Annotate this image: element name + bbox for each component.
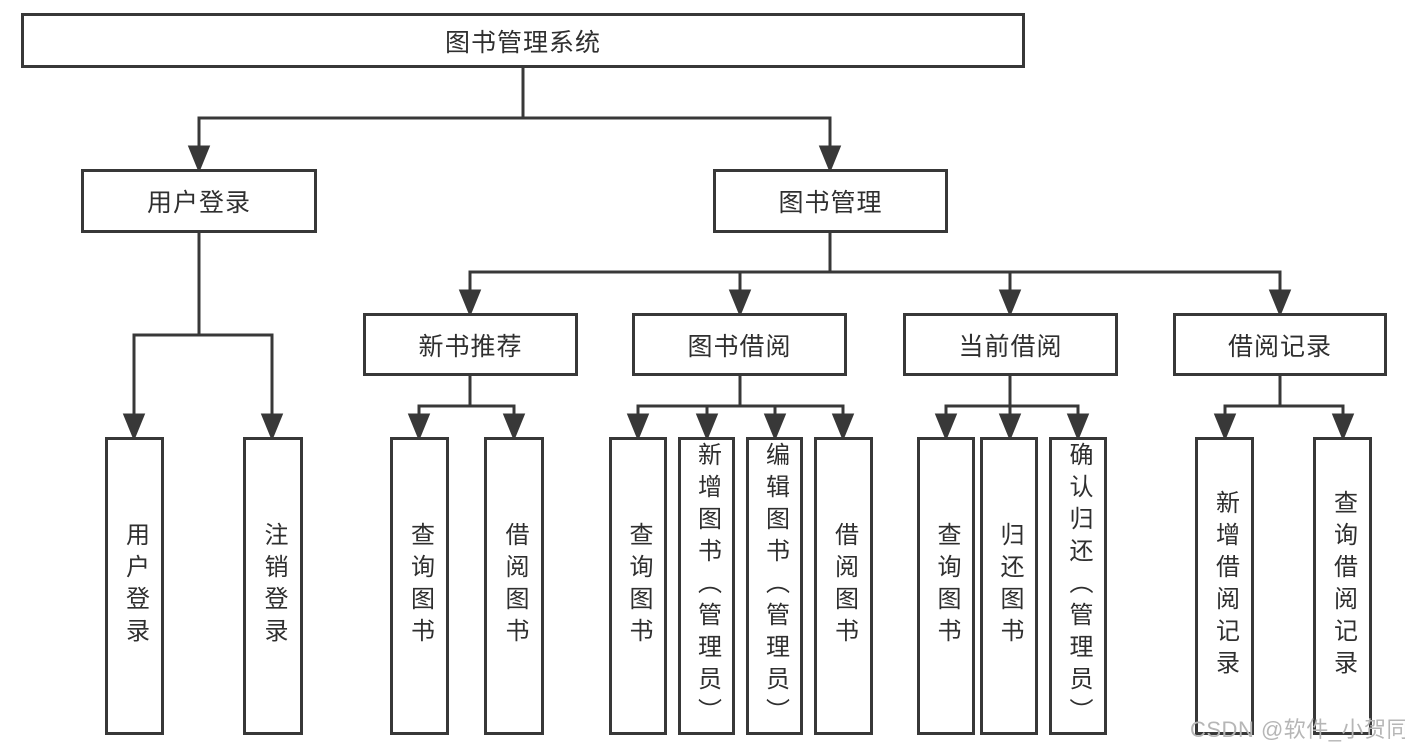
leaf-label: 借阅图书 [830, 522, 858, 650]
csdn-watermark: CSDN @软件_小贺同学 [1190, 717, 1405, 742]
node-label: 图书管理 [778, 189, 883, 217]
node-label: 用户登录 [146, 189, 251, 217]
leaf-user-login: 用户登录 [105, 437, 164, 735]
node-book-management: 图书管理 [713, 169, 948, 233]
leaf-query-books-borrow: 查询图书 [609, 437, 667, 735]
leaf-confirm-return-admin: 确认归还（管理员） [1049, 437, 1107, 735]
leaf-add-borrow-record: 新增借阅记录 [1195, 437, 1254, 735]
leaf-query-books-newrec: 查询图书 [390, 437, 449, 735]
node-label: 当前借阅 [958, 332, 1063, 361]
leaf-query-books-current: 查询图书 [917, 437, 975, 735]
leaf-return-books: 归还图书 [980, 437, 1038, 735]
leaf-borrow-books: 借阅图书 [814, 437, 873, 735]
leaf-edit-books-admin: 编辑图书（管理员） [746, 437, 803, 735]
node-label: 借阅记录 [1227, 332, 1332, 361]
leaf-add-books-admin: 新增图书（管理员） [678, 437, 735, 735]
leaf-label: 新增借阅记录 [1211, 490, 1239, 682]
node-new-book-recommendation: 新书推荐 [363, 313, 578, 376]
leaf-label: 查询图书 [406, 522, 434, 650]
leaf-label: 查询图书 [625, 522, 652, 650]
leaf-query-borrow-record: 查询借阅记录 [1313, 437, 1372, 735]
leaf-label: 编辑图书（管理员） [761, 442, 789, 730]
leaf-logout: 注销登录 [243, 437, 303, 735]
node-book-borrowing: 图书借阅 [632, 313, 847, 376]
node-label: 图书借阅 [687, 332, 792, 361]
leaf-label: 用户登录 [121, 522, 149, 650]
node-user-login: 用户登录 [81, 169, 317, 233]
leaf-label: 查询借阅记录 [1329, 490, 1357, 682]
leaf-borrow-books-newrec: 借阅图书 [484, 437, 544, 735]
leaf-label: 借阅图书 [501, 522, 528, 650]
leaf-label: 确认归还（管理员） [1065, 442, 1092, 730]
node-library-management-system: 图书管理系统 [21, 13, 1025, 68]
leaf-label: 注销登录 [260, 522, 287, 650]
node-current-borrowing: 当前借阅 [903, 313, 1118, 376]
leaf-label: 查询图书 [933, 522, 960, 650]
node-label: 图书管理系统 [444, 28, 601, 57]
node-label: 新书推荐 [418, 332, 523, 361]
leaf-label: 新增图书（管理员） [693, 442, 721, 730]
leaf-label: 归还图书 [996, 522, 1023, 650]
node-borrowing-records: 借阅记录 [1173, 313, 1387, 376]
